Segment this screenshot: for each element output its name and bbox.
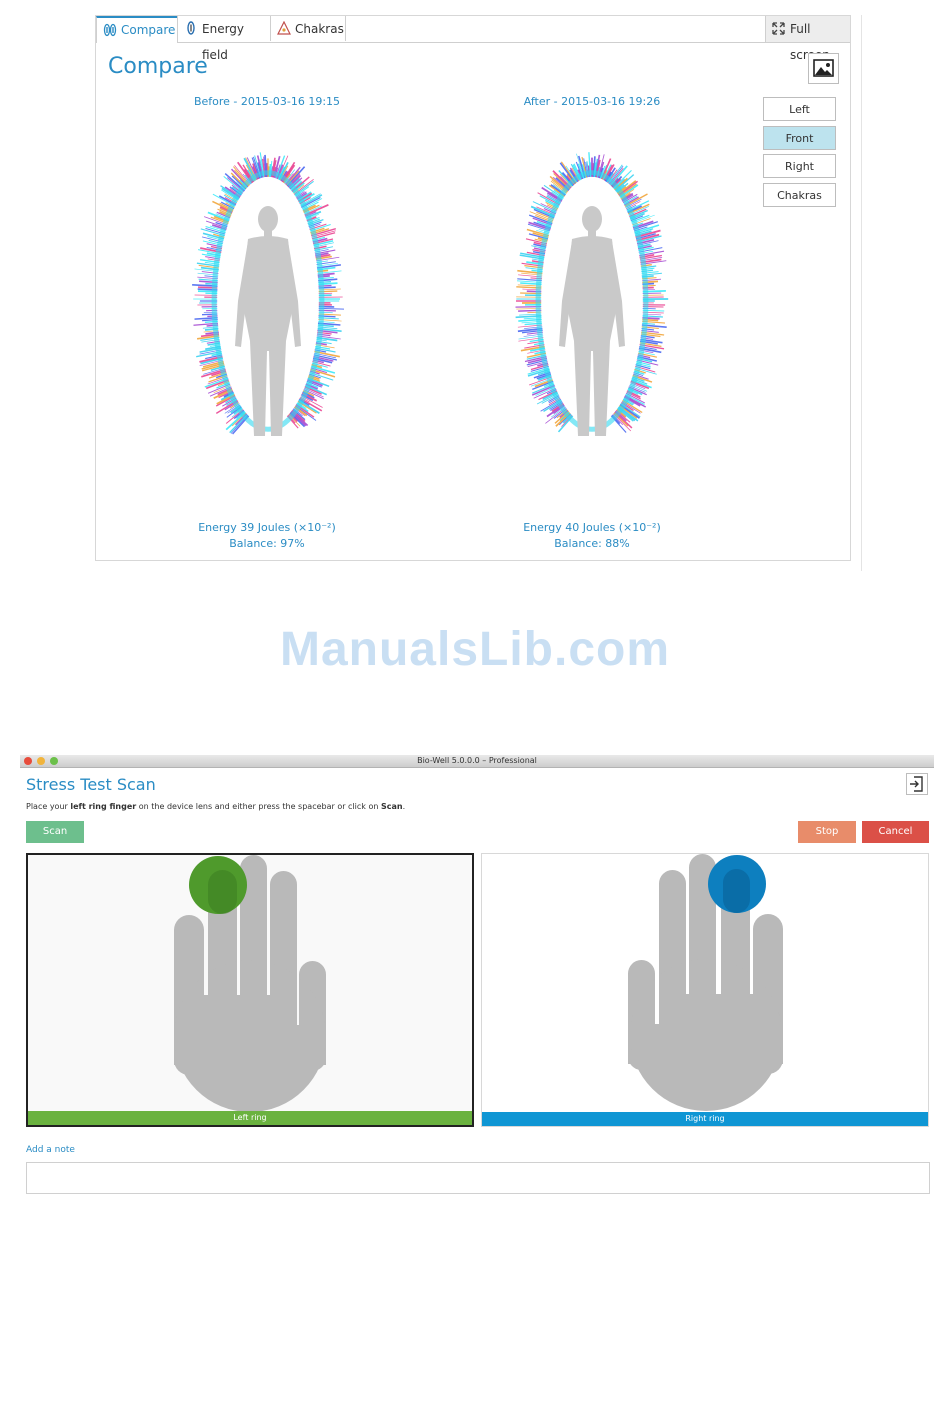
tab-label: Chakras bbox=[295, 22, 344, 36]
aura-rings bbox=[192, 152, 345, 435]
window-titlebar: Bio-Well 5.0.0.0 – Professional bbox=[20, 755, 934, 768]
energy-field-after bbox=[515, 152, 669, 436]
exit-icon bbox=[910, 776, 923, 792]
instruction-text: on the device lens and either press the … bbox=[136, 802, 381, 811]
view-right-button[interactable]: Right bbox=[763, 154, 836, 178]
stop-button[interactable]: Stop bbox=[798, 821, 856, 843]
energy-field-before bbox=[192, 152, 345, 436]
view-left-button[interactable]: Left bbox=[763, 97, 836, 121]
watermark: ManualsLib.com bbox=[279, 623, 671, 676]
right-hand-icon bbox=[628, 854, 783, 1111]
after-caption: After - 2015-03-16 19:26 bbox=[523, 95, 661, 108]
view-front-button[interactable]: Front bbox=[763, 126, 836, 150]
scan-instruction: Place your left ring finger on the devic… bbox=[26, 802, 405, 811]
aura-rings bbox=[515, 152, 669, 433]
chakras-icon bbox=[277, 21, 291, 35]
tab-bar: Compare Energy field Chakras Full screen bbox=[96, 16, 850, 62]
view-chakras-button[interactable]: Chakras bbox=[763, 183, 836, 207]
before-energy-summary: Energy 39 Joules (×10⁻²) Balance: 97% bbox=[137, 520, 397, 552]
compare-window: Compare Energy field Chakras Full screen… bbox=[95, 15, 851, 561]
expand-icon bbox=[772, 22, 785, 35]
human-silhouette-icon bbox=[235, 206, 301, 436]
energy-field-icon bbox=[187, 21, 195, 35]
human-silhouette-icon bbox=[559, 206, 625, 436]
window-shadow bbox=[861, 15, 862, 571]
minimize-window-button[interactable] bbox=[37, 757, 45, 765]
tab-compare[interactable]: Compare bbox=[96, 16, 178, 43]
add-note-label: Add a note bbox=[26, 1145, 75, 1155]
instruction-action: Scan bbox=[380, 802, 403, 811]
tab-label: Energy field bbox=[202, 22, 245, 62]
compare-icon bbox=[103, 23, 117, 37]
instruction-text: Place your bbox=[26, 802, 71, 811]
scan-button[interactable]: Scan bbox=[26, 821, 84, 843]
before-caption: Before - 2015-03-16 19:15 bbox=[193, 95, 341, 108]
after-balance: Balance: 88% bbox=[554, 537, 630, 550]
close-window-button[interactable] bbox=[24, 757, 32, 765]
stress-test-window: Bio-Well 5.0.0.0 – Professional Stress T… bbox=[20, 755, 934, 1205]
before-balance: Balance: 97% bbox=[229, 537, 305, 550]
maximize-window-button[interactable] bbox=[50, 757, 58, 765]
instruction-text: . bbox=[402, 802, 406, 811]
right-ring-panel[interactable]: Right ring bbox=[481, 853, 929, 1127]
after-energy: Energy 40 Joules (×10⁻²) bbox=[523, 521, 661, 534]
tab-chakras[interactable]: Chakras bbox=[270, 16, 346, 41]
window-title: Bio-Well 5.0.0.0 – Professional bbox=[417, 756, 537, 765]
left-hand-icon bbox=[174, 855, 326, 1111]
full-screen-button[interactable]: Full screen bbox=[765, 16, 850, 62]
page-title: Compare bbox=[108, 54, 208, 79]
right-ring-label: Right ring bbox=[482, 1112, 928, 1126]
cancel-button[interactable]: Cancel bbox=[862, 821, 929, 843]
save-image-button[interactable] bbox=[808, 53, 839, 84]
after-energy-summary: Energy 40 Joules (×10⁻²) Balance: 88% bbox=[462, 520, 722, 552]
page-title: Stress Test Scan bbox=[26, 775, 156, 794]
tab-energy-field[interactable]: Energy field bbox=[177, 16, 271, 62]
left-ring-label: Left ring bbox=[28, 1111, 472, 1125]
tab-label: Compare bbox=[121, 23, 176, 37]
image-icon bbox=[813, 59, 834, 77]
exit-button[interactable] bbox=[906, 773, 928, 795]
before-energy: Energy 39 Joules (×10⁻²) bbox=[198, 521, 336, 534]
instruction-finger: left ring finger bbox=[70, 802, 137, 811]
left-ring-panel[interactable]: Left ring bbox=[26, 853, 474, 1127]
note-input[interactable] bbox=[26, 1162, 930, 1194]
